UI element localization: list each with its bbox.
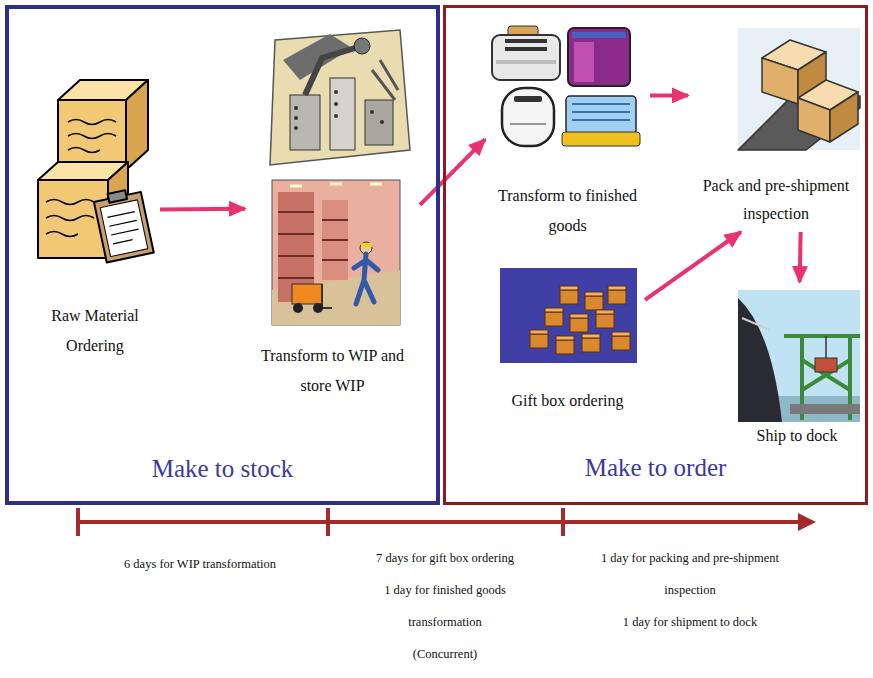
phase-panel: Make to stock Raw Material OrderingTransf…: [5, 5, 440, 505]
panel-title: Make to order: [446, 453, 865, 483]
timeline-note: 6 days for WIP transformation: [90, 548, 310, 580]
timeline-note-box: 1 day for shipment to dock: [583, 606, 798, 638]
timeline-note-box: 1 day for finished goods transformation: [365, 574, 525, 638]
flow-arrow: [650, 93, 688, 97]
timeline-note-box: (Concurrent): [365, 638, 525, 670]
timeline-note: 7 days for gift box ordering: [345, 542, 545, 574]
timeline-note-box: 1 day for packing and pre-shipment inspe…: [583, 542, 798, 606]
packing-icon: [738, 28, 860, 150]
flow-arrow: [798, 232, 803, 282]
timeline-note-box: 7 days for gift box ordering: [345, 542, 545, 574]
warehouse-icon: [272, 180, 400, 325]
timeline-note-box: 6 days for WIP transformation: [90, 548, 310, 580]
step-caption: Pack and pre-shipment inspection: [692, 172, 860, 228]
process-step: Transform to finished goods: [485, 25, 650, 245]
panel-title: Make to stock: [9, 454, 436, 484]
step-caption: Gift box ordering: [512, 386, 624, 416]
flow-arrow: [160, 207, 245, 212]
machinery-icon: [270, 30, 410, 165]
step-caption: Transform to WIP and store WIP: [249, 341, 416, 401]
process-step: Gift box ordering: [490, 262, 645, 420]
timeline-arrow: [78, 508, 816, 536]
step-caption: Ship to dock: [757, 421, 838, 451]
ship-dock-icon: [738, 290, 860, 422]
step-caption: Raw Material Ordering: [34, 301, 156, 361]
gift-boxes-icon: [500, 268, 637, 363]
timeline-note: 1 day for packing and pre-shipment inspe…: [583, 542, 798, 606]
appliances-icon: [492, 26, 640, 146]
flow-arrow: [420, 139, 485, 204]
timeline-note: 1 day for finished goods transformation: [365, 574, 525, 638]
process-step: Raw Material Ordering: [30, 60, 160, 365]
flow-arrow: [645, 232, 741, 300]
raw-material-icon: [38, 80, 154, 263]
step-caption: Transform to finished goods: [489, 181, 646, 241]
phase-panel: Make to order Transform to finished goods…: [443, 5, 868, 505]
timeline-note: 1 day for shipment to dock: [583, 606, 798, 638]
process-step: Ship to dock: [730, 282, 864, 455]
process-step: Pack and pre-shipment inspection: [688, 22, 864, 232]
process-step: Transform to WIP and store WIP: [245, 20, 420, 405]
timeline-note: (Concurrent): [365, 638, 525, 670]
